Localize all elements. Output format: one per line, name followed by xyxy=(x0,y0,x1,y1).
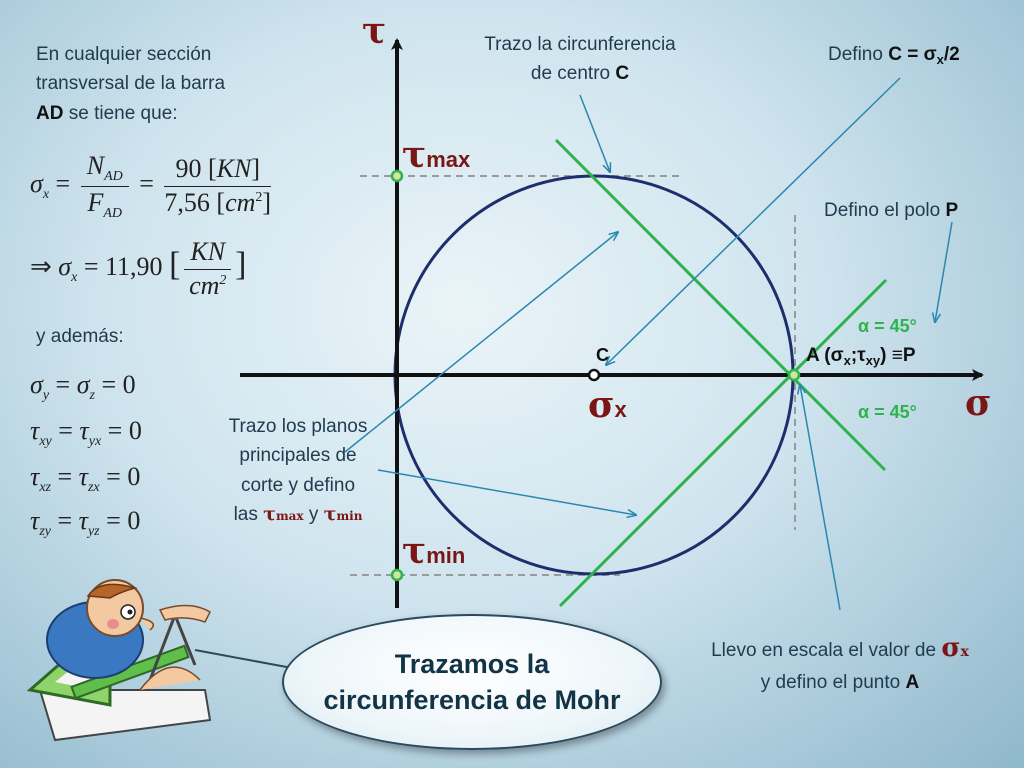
arrow-planes-note-1 xyxy=(344,232,618,453)
alpha-top-label: α = 45° xyxy=(858,316,917,336)
arrow-c-note xyxy=(606,77,901,365)
eq2-unit: KN cm2 xyxy=(184,236,232,302)
sigma-axis-label: σ xyxy=(965,382,992,424)
c-definition-note: Defino C = σx/2 xyxy=(828,44,960,67)
equation-tau-zy: τzy = τyz = 0 xyxy=(30,506,141,539)
arrow-planes-note-2 xyxy=(377,469,636,515)
alpha-bottom-label: α = 45° xyxy=(858,402,917,422)
eq1-frac-numeric: 90 [KN] 7,56 [cm2] xyxy=(164,154,272,217)
tau-min-label: τmin xyxy=(402,530,466,572)
bubble-text: Trazamos la circunferencia de Mohr xyxy=(323,648,621,715)
intro-text: En cualquier sección transversal de la b… xyxy=(36,40,276,128)
principal-plane-line-2 xyxy=(558,278,888,608)
planes-note: Trazo los planos principales de corte y … xyxy=(228,416,368,526)
bubble-pointer xyxy=(194,649,293,669)
speech-bubble: Trazamos la circunferencia de Mohr xyxy=(282,614,662,750)
point-a xyxy=(787,368,801,382)
center-c-label: C xyxy=(596,345,609,365)
intro-bold-ad: AD xyxy=(36,102,64,124)
ademas-text: y además: xyxy=(36,326,124,347)
arrow-scale-note xyxy=(800,385,841,611)
eq2-lhs-sub: x xyxy=(71,269,78,285)
eq2-arrow: ⇒ xyxy=(30,251,52,281)
arrow-pole-note xyxy=(935,221,953,322)
eq1-frac-symbolic: NAD FAD xyxy=(80,150,129,222)
center-point xyxy=(587,368,601,382)
sigma-x-label: σx xyxy=(588,384,627,426)
eq2-lhs: σ xyxy=(58,251,72,281)
equation-sigma-y-z: σy = σz = 0 xyxy=(30,370,136,403)
eq1-lhs: σ xyxy=(30,168,43,198)
circle-note: Trazo la circunferencia de centro C xyxy=(484,34,676,85)
tau-axis-label: τ xyxy=(362,10,387,52)
tau-max-point xyxy=(390,169,404,183)
tau-max-label: τmax xyxy=(402,134,471,176)
intro-rest: se tiene que: xyxy=(68,102,178,124)
equation-sigma-x-value: ⇒ σx = 11,90 [ KN cm2 ] xyxy=(30,236,246,302)
draftsman-illustration xyxy=(26,579,212,742)
equation-sigma-x-fraction: σx = NAD FAD = 90 [KN] 7,56 [cm2] xyxy=(30,150,272,222)
arrow-circle-note xyxy=(579,94,610,172)
eq2-value: 11,90 xyxy=(105,251,163,281)
pole-note: Defino el polo P xyxy=(824,200,959,221)
equation-tau-xy: τxy = τyx = 0 xyxy=(30,416,142,449)
intro-line2: transversal de la barra xyxy=(36,73,226,95)
equation-tau-xz: τxz = τzx = 0 xyxy=(30,462,141,495)
point-a-label: A (σx;τxy) ≡P xyxy=(806,345,916,368)
eq1-lhs-sub: x xyxy=(42,186,50,202)
scale-note: Llevo en escala el valor de σx y defino … xyxy=(711,633,969,694)
tau-min-point xyxy=(390,568,404,582)
intro-line1: En cualquier sección xyxy=(36,44,212,65)
principal-plane-line-1 xyxy=(554,138,887,472)
